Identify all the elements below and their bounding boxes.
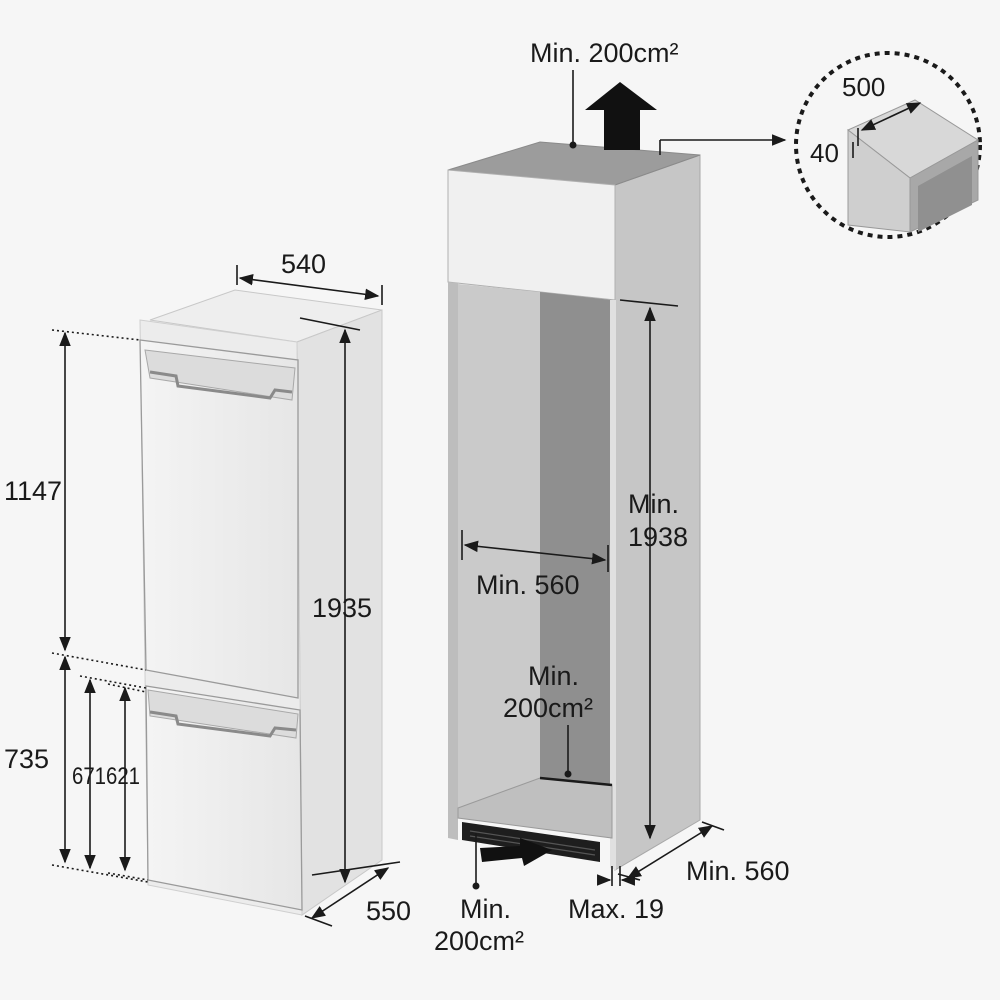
label-detail-500: 500 (842, 72, 885, 102)
cabinet-top-panel (447, 169, 616, 301)
cabinet-dimensions (461, 70, 787, 890)
label-rear-vent-1: Min. (528, 661, 579, 691)
label-bottom-vent-2: 200cm² (434, 926, 524, 956)
cabinet-left-frame (448, 282, 458, 840)
label-max-gap: Max. 19 (568, 894, 664, 924)
label-min-height-1: Min. (628, 489, 679, 519)
label-fridge-depth: 550 (366, 896, 411, 926)
label-top-vent: Min. 200cm² (530, 38, 679, 68)
label-fridge-height: 1935 (312, 593, 372, 623)
fridge-unit (139, 289, 383, 916)
cabinet-interior-back (540, 292, 612, 785)
label-detail-40: 40 (810, 138, 839, 168)
label-621: 621 (106, 763, 140, 790)
label-rear-vent-2: 200cm² (503, 693, 593, 723)
lower-door-handle (147, 689, 299, 739)
fridge-dimensions (51, 265, 401, 927)
detail-callout (794, 51, 982, 239)
fridge-lower-door (145, 685, 303, 911)
label-upper-height: 1147 (4, 476, 62, 506)
label-min-width: Min. 560 (476, 570, 580, 600)
fridge-upper-door (139, 339, 299, 699)
label-min-depth: Min. 560 (686, 856, 790, 886)
upper-door-handle (144, 349, 296, 401)
cabinet-floor (457, 777, 613, 839)
cabinet-right-edge (610, 300, 616, 870)
airflow-up-arrow (585, 82, 657, 150)
labels: Min. 200cm² 540 1147 1935 735 671 621 55… (4, 38, 885, 956)
airflow-arrows (480, 82, 657, 866)
plinth-vent (462, 822, 600, 862)
cabinet-unit (447, 141, 701, 871)
airflow-in-arrow (480, 838, 552, 866)
label-671: 671 (72, 763, 106, 790)
label-bottom-vent-1: Min. (460, 894, 511, 924)
label-lower-height: 735 (4, 744, 49, 774)
label-min-height-2: 1938 (628, 522, 688, 552)
label-fridge-width: 540 (281, 249, 326, 279)
